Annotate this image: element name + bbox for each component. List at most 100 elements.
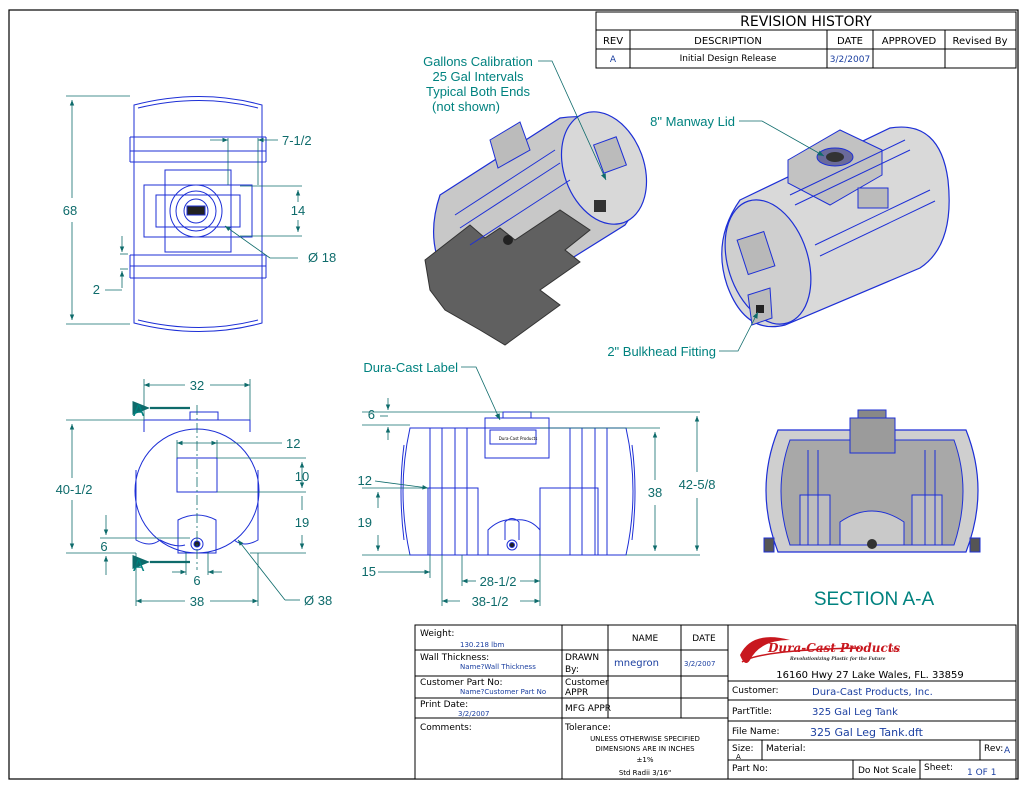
dim-side-38-1-2: 38-1/2	[472, 594, 509, 609]
company-logo-text: Dura-Cast Products	[767, 641, 900, 655]
dim-40-1-2: 40-1/2	[56, 482, 93, 497]
company-address: 16160 Hwy 27 Lake Wales, FL. 33859	[776, 670, 964, 681]
date-value: 3/2/2007	[830, 55, 870, 65]
callout-gallons-line-2: 25 Gal Intervals	[432, 69, 524, 84]
callout-manway-lid: 8" Manway Lid	[650, 114, 735, 129]
rev-value: A	[1004, 746, 1011, 756]
tolerance-label: Tolerance:	[564, 723, 611, 733]
dim-19: 19	[295, 515, 309, 530]
description-value: Initial Design Release	[680, 54, 777, 64]
dim-38: 38	[190, 594, 204, 609]
callout-dura-cast-label: Dura-Cast Label	[363, 360, 458, 375]
revised-by-header: Revised By	[952, 36, 1007, 47]
side-view-dimensions	[362, 398, 700, 606]
customer-part-label: Customer Part No:	[420, 678, 502, 688]
section-a-a-title: SECTION A-A	[814, 589, 935, 610]
rev-value: A	[610, 55, 617, 65]
customer-label: Customer	[565, 678, 609, 688]
revision-history-table: REVISION HISTORY REV DESCRIPTION DATE AP…	[595, 11, 1017, 69]
dim-dia-38: Ø 38	[304, 593, 332, 608]
print-date-label: Print Date:	[420, 700, 468, 710]
comments-label: Comments:	[420, 723, 472, 733]
dim-side-12: 12	[358, 473, 372, 488]
wall-thickness-label: Wall Thickness:	[420, 653, 489, 663]
callout-gallons-line-3: Typical Both Ends	[426, 84, 531, 99]
approved-header: APPROVED	[882, 36, 937, 47]
dura-cast-label-callout: Dura-Cast Label	[363, 360, 501, 421]
side-view-label-plate: Dura-Cast Products	[499, 436, 538, 441]
wall-thickness-value: Name?Wall Thickness	[460, 663, 536, 671]
company-tagline: Revolutionizing Plastic for the Future	[789, 656, 886, 662]
file-name-value: 325 Gal Leg Tank.dft	[810, 726, 924, 739]
dim-2: 2	[93, 282, 100, 297]
section-marker-bottom: A	[133, 556, 145, 575]
print-date-value: 3/2/2007	[458, 710, 489, 718]
name-header: NAME	[632, 634, 659, 644]
drawn-label: DRAWN	[565, 653, 599, 663]
size-value: A	[736, 753, 741, 761]
weight-label: Weight:	[420, 629, 454, 639]
material-label: Material:	[766, 744, 806, 754]
side-view	[400, 411, 636, 556]
dim-6-vertical: 6	[100, 539, 107, 554]
manway-lid-callout: 8" Manway Lid	[650, 114, 825, 157]
drawn-name: mnegron	[614, 658, 659, 669]
customer-appr-label: APPR	[565, 688, 588, 698]
iso-exterior-view	[721, 126, 950, 328]
top-view	[129, 96, 267, 332]
bulkhead-fitting-callout: 2" Bulkhead Fitting	[607, 311, 759, 359]
dim-side-6: 6	[368, 407, 375, 422]
do-not-scale-label: Do Not Scale	[858, 766, 917, 776]
tolerance-line-2: DIMENSIONS ARE IN INCHES	[595, 745, 695, 753]
section-a-a-view	[763, 409, 981, 553]
dim-side-15: 15	[362, 564, 376, 579]
company-logo-suffix: INC.	[890, 648, 901, 654]
customer-field-label: Customer:	[732, 686, 779, 696]
part-title-label: PartTitle:	[732, 707, 772, 717]
top-view-dimensions	[66, 95, 302, 325]
company-logo	[740, 637, 861, 664]
tolerance-line-3: ±1%	[637, 756, 654, 764]
dim-dia-18: Ø 18	[308, 250, 336, 265]
dim-14: 14	[291, 203, 305, 218]
drawn-date: 3/2/2007	[684, 660, 715, 668]
section-cut-markers	[132, 400, 198, 570]
callout-bulkhead-fitting: 2" Bulkhead Fitting	[607, 344, 716, 359]
callout-gallons-line-1: Gallons Calibration	[423, 54, 533, 69]
rev-label: Rev:	[984, 744, 1003, 754]
tolerance-line-4: Std Radii 3/16"	[619, 769, 671, 777]
date-header: DATE	[837, 36, 863, 47]
dim-32: 32	[190, 378, 204, 393]
date-header: DATE	[692, 634, 716, 644]
section-marker-top: A	[133, 401, 145, 420]
callout-gallons-line-4: (not shown)	[432, 99, 500, 114]
dim-side-19: 19	[358, 515, 372, 530]
part-no-label: Part No:	[732, 764, 768, 774]
sheet-value: 1 OF 1	[967, 768, 996, 778]
sheet-label: Sheet:	[924, 763, 953, 773]
customer-field-value: Dura-Cast Products, Inc.	[812, 687, 933, 698]
dim-7-1-2: 7-1/2	[282, 133, 312, 148]
dim-side-42-5-8: 42-5/8	[679, 477, 716, 492]
drawn-by-label: By:	[565, 665, 579, 675]
size-label: Size:	[732, 744, 754, 754]
file-name-label: File Name:	[732, 727, 780, 737]
customer-part-value: Name?Customer Part No	[460, 688, 546, 696]
tolerance-line-1: UNLESS OTHERWISE SPECIFIED	[590, 735, 700, 743]
dim-12: 12	[286, 436, 300, 451]
mfg-appr-label: MFG APPR	[565, 704, 611, 714]
dim-6-horizontal: 6	[193, 573, 200, 588]
iso-cutaway-view	[424, 111, 648, 346]
part-title-value: 325 Gal Leg Tank	[812, 707, 898, 718]
gallons-calibration-callout: Gallons Calibration 25 Gal Intervals Typ…	[423, 54, 607, 181]
rev-header: REV	[603, 36, 623, 47]
description-header: DESCRIPTION	[694, 36, 762, 47]
title-block	[414, 624, 1017, 780]
dim-side-38: 38	[648, 485, 662, 500]
end-view-dimensions	[66, 379, 306, 606]
dim-68: 68	[63, 203, 77, 218]
revision-history-title: REVISION HISTORY	[740, 14, 872, 30]
weight-value: 130.218 lbm	[460, 641, 505, 649]
dim-10: 10	[295, 469, 309, 484]
